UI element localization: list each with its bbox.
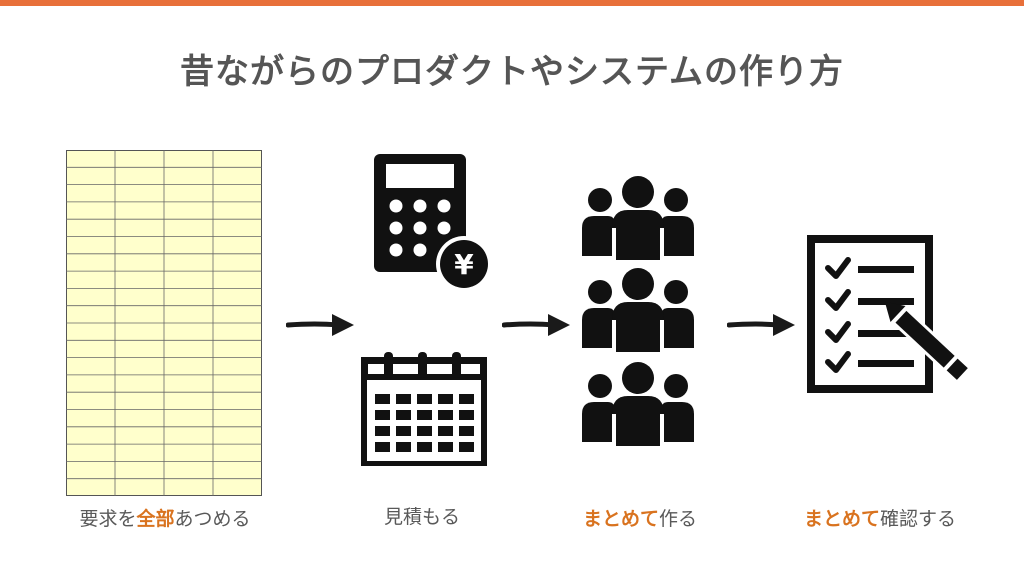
step-caption-collect: 要求を全部あつめる: [60, 504, 270, 531]
spreadsheet-icon: [66, 150, 262, 496]
step-caption-highlight: 全部: [136, 508, 175, 530]
step-caption-estimate: 見積もる: [360, 502, 484, 529]
accent-bar: [0, 0, 1024, 6]
step-caption-post: 作る: [659, 508, 698, 530]
calendar-icon: [361, 352, 487, 466]
people-group-icon: [582, 176, 694, 446]
step-caption-highlight: まとめて: [803, 508, 880, 530]
arrow-right-icon: [286, 314, 354, 336]
checklist-pencil-icon: [807, 235, 973, 393]
step-caption-highlight: まとめて: [582, 508, 659, 530]
step-caption-pre: 要求を: [79, 508, 137, 530]
step-caption-pre: 見積もる: [383, 506, 460, 528]
step-caption-verify: まとめて確認する: [782, 504, 978, 531]
arrow-right-icon: [727, 314, 795, 336]
step-caption-post: 確認する: [880, 508, 957, 530]
slide-title: 昔ながらのプロダクトやシステムの作り方: [180, 52, 844, 92]
step-caption-post: あつめる: [174, 508, 251, 530]
svg-text:¥: ¥: [454, 248, 474, 281]
calculator-yen-icon: ¥: [374, 154, 492, 292]
arrow-right-icon: [502, 314, 570, 336]
step-caption-build: まとめて作る: [565, 504, 715, 531]
